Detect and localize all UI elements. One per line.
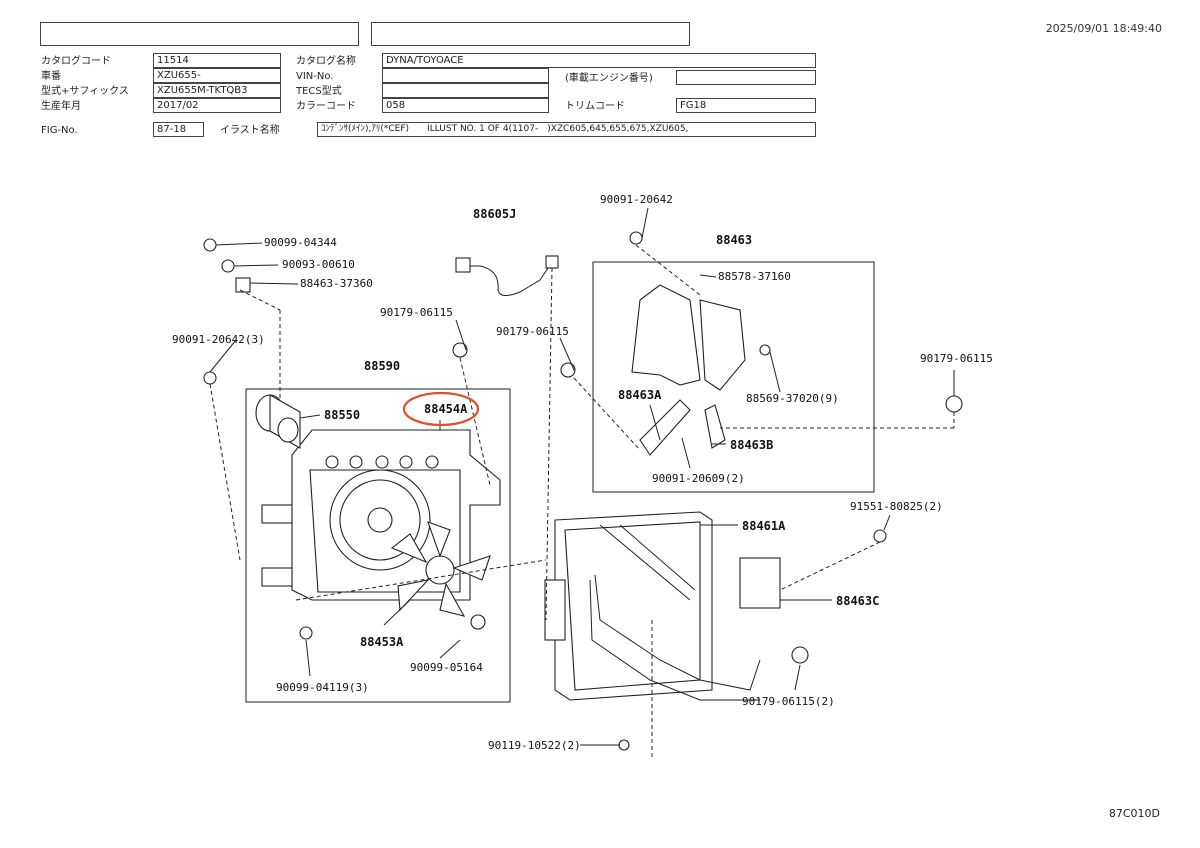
part-labels: 90099-04344 90093-00610 88463-37360 9009…	[172, 193, 993, 752]
catalog-name-label: カタログ名称	[296, 56, 356, 67]
fan-motor-drawing	[255, 394, 301, 449]
fig-value: 87-18	[153, 122, 204, 137]
catalog-name-value: DYNA/TOYOACE	[382, 53, 816, 68]
label-88453A[interactable]: 88453A	[360, 635, 404, 649]
label-90119-10522-2[interactable]: 90119-10522(2)	[488, 739, 581, 752]
color-label: カラーコード	[296, 101, 356, 112]
model-label: 型式+サフィックス	[41, 86, 129, 97]
label-90179-06115-2[interactable]: 90179-06115(2)	[742, 695, 835, 708]
bracket-drawing	[631, 284, 746, 456]
catalog-code-label: カタログコード	[41, 56, 111, 67]
label-88463A[interactable]: 88463A	[618, 388, 662, 402]
color-value: 058	[382, 98, 549, 113]
prod-label: 生産年月	[41, 101, 81, 112]
label-91551-80825-2[interactable]: 91551-80825(2)	[850, 500, 943, 513]
label-90099-05164[interactable]: 90099-05164	[410, 661, 483, 674]
illust-value: ｺﾝﾃﾞﾝｻ(ﾒｲﾝ),ｱﾘ(*CEF) ILLUST NO. 1 OF 4(1…	[317, 122, 816, 137]
illustration-code: 87C010D	[1108, 807, 1160, 820]
bolt-drawings	[203, 231, 963, 751]
label-88590[interactable]: 88590	[364, 359, 400, 373]
fan-shroud-drawing	[261, 429, 501, 601]
trim-label: トリムコード	[565, 101, 625, 112]
top-field-left[interactable]	[40, 22, 359, 46]
condenser-drawing	[544, 511, 781, 701]
label-90099-04119-3[interactable]: 90099-04119(3)	[276, 681, 369, 694]
label-88454A[interactable]: 88454A	[424, 402, 468, 416]
label-90179-06115-c[interactable]: 90179-06115	[920, 352, 993, 365]
group-box-88590	[245, 388, 511, 703]
tecs-value	[382, 83, 549, 98]
timestamp: 2025/09/01 18:49:40	[1045, 22, 1162, 35]
label-88578-37160[interactable]: 88578-37160	[718, 270, 791, 283]
catalog-code-value: 11514	[153, 53, 281, 68]
label-88463C[interactable]: 88463C	[836, 594, 879, 608]
label-88461A[interactable]: 88461A	[742, 519, 786, 533]
label-90093-00610[interactable]: 90093-00610	[282, 258, 355, 271]
label-90091-20642-3[interactable]: 90091-20642(3)	[172, 333, 265, 346]
trim-value: FG18	[676, 98, 816, 113]
label-90179-06115-a[interactable]: 90179-06115	[380, 306, 453, 319]
wire-harness-drawing	[462, 261, 553, 296]
label-88605J[interactable]: 88605J	[473, 207, 516, 221]
label-90179-06115-b[interactable]: 90179-06115	[496, 325, 569, 338]
label-88463[interactable]: 88463	[716, 233, 752, 247]
label-88463B[interactable]: 88463B	[730, 438, 773, 452]
illust-label: イラスト名称	[220, 125, 280, 136]
label-88463-37360[interactable]: 88463-37360	[300, 277, 373, 290]
model-value: XZU655M-TKTQB3	[153, 83, 281, 98]
label-90099-04344[interactable]: 90099-04344	[264, 236, 337, 249]
top-field-right[interactable]	[371, 22, 690, 46]
fig-label: FIG-No.	[41, 125, 78, 136]
engine-no-label: (車載エンジン番号)	[565, 73, 653, 84]
vin-label: VIN-No.	[296, 71, 334, 82]
label-90091-20642[interactable]: 90091-20642	[600, 193, 673, 206]
tecs-label: TECS型式	[296, 86, 342, 97]
label-88550[interactable]: 88550	[324, 408, 360, 422]
vehicle-no-label: 車番	[41, 71, 61, 82]
vehicle-no-value: XZU655-	[153, 68, 281, 83]
fan-blade-drawing	[390, 521, 491, 617]
engine-no-value	[676, 70, 816, 85]
label-88569-37020-9[interactable]: 88569-37020(9)	[746, 392, 839, 405]
group-box-88463	[592, 261, 875, 493]
leader-lines	[209, 207, 955, 760]
prod-value: 2017/02	[153, 98, 281, 113]
vin-value	[382, 68, 549, 83]
label-90091-20609-2[interactable]: 90091-20609(2)	[652, 472, 745, 485]
highlight-88454A	[402, 391, 480, 427]
